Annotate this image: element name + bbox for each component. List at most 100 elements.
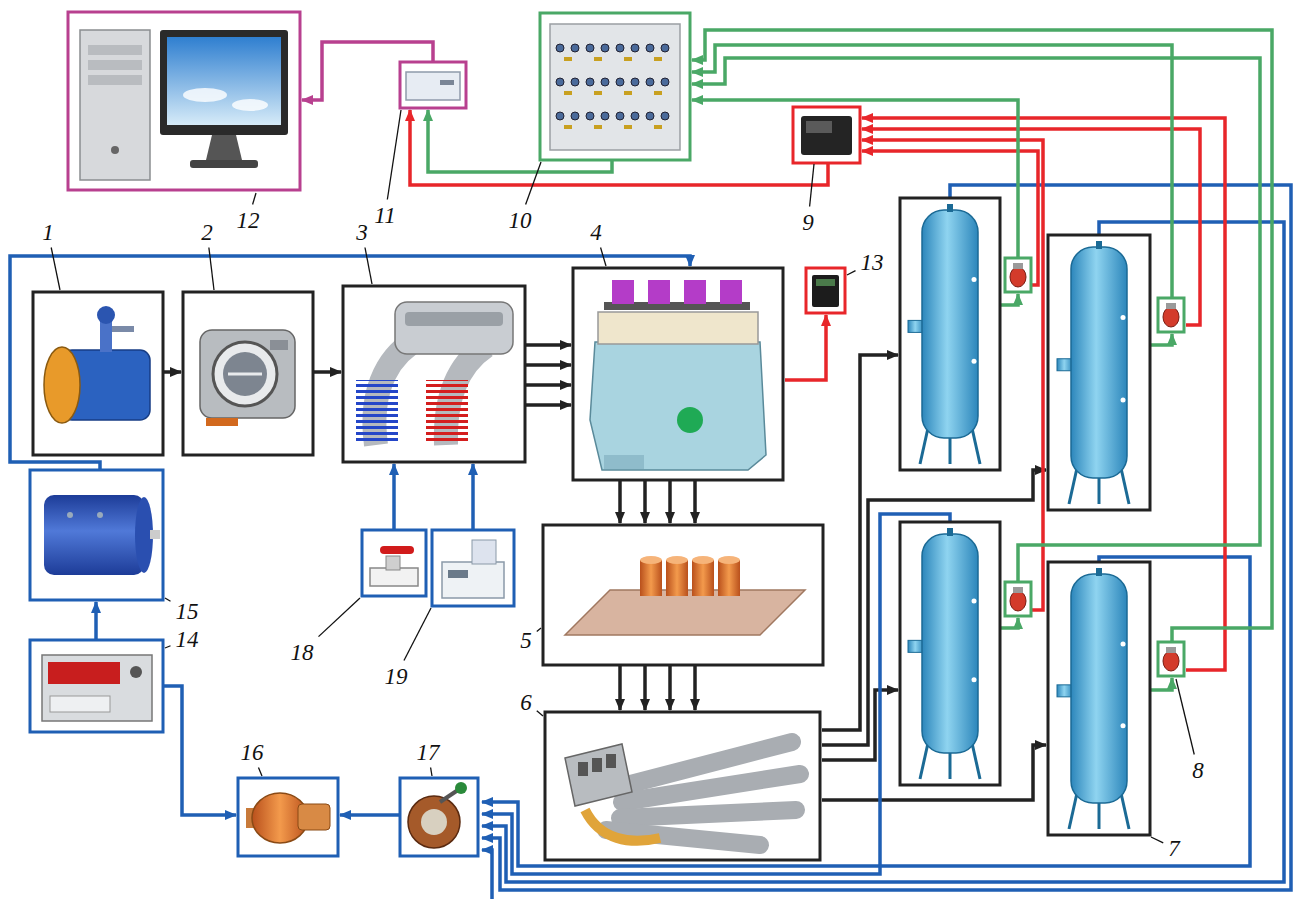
- controller-picture: [130, 666, 142, 678]
- tank-picture: [1069, 468, 1077, 504]
- amplifier-panel-picture: [586, 78, 594, 86]
- leader-line: [1151, 837, 1163, 843]
- amplifier-panel-picture: [540, 13, 690, 160]
- leader-line: [601, 248, 606, 267]
- flow-line: [525, 343, 571, 347]
- flow-meter-picture: [112, 326, 134, 332]
- amplifier-panel-picture: [550, 24, 680, 150]
- callout-number: 10: [507, 208, 534, 233]
- tank-picture: [1069, 793, 1077, 829]
- tank-picture: [900, 198, 1000, 470]
- sensor-picture: [1005, 582, 1031, 616]
- leader-line: [387, 110, 401, 200]
- computer-picture: [80, 30, 150, 180]
- callout-number: 14: [174, 627, 201, 652]
- amplifier-panel-picture: [601, 112, 609, 120]
- distributor-picture: [440, 790, 458, 802]
- leader-line: [404, 608, 431, 661]
- tank-picture: [972, 277, 977, 282]
- amplifier-panel-picture: [616, 78, 624, 86]
- water-line: [482, 514, 950, 874]
- tank-picture: [972, 677, 977, 682]
- amplifier-panel-picture: [661, 112, 669, 120]
- water-line: [10, 185, 1291, 899]
- flow-meter-picture: [33, 292, 163, 455]
- plate-picture: [718, 560, 740, 596]
- sensor-picture: [1158, 298, 1184, 332]
- sensor-picture: [1010, 591, 1026, 611]
- tank-picture: [1121, 793, 1129, 829]
- engine-picture: [573, 268, 783, 480]
- amplifier-panel-picture: [624, 125, 632, 129]
- controller-picture: [50, 696, 110, 712]
- throttle-picture: [213, 342, 277, 406]
- motor-picture: [97, 512, 103, 518]
- valve-picture: [380, 546, 414, 554]
- amplifier-panel-picture: [646, 44, 654, 52]
- amplifier-panel-picture: [556, 44, 564, 52]
- controller-picture: [30, 640, 163, 732]
- sensor-picture: [1013, 587, 1023, 593]
- throttle-picture: [270, 340, 288, 350]
- amplifier-panel-picture: [654, 57, 662, 61]
- distributor-picture: [408, 796, 460, 848]
- water-line: [471, 464, 475, 530]
- tank-picture: [1121, 315, 1126, 320]
- callout-number: 12: [235, 208, 262, 233]
- sensor-unit-picture: [812, 275, 839, 307]
- tank-picture: [922, 210, 978, 438]
- signal-line-green: [1000, 294, 1018, 305]
- tank-picture: [900, 198, 1000, 470]
- sensor-unit-picture: [806, 268, 845, 313]
- callout-number: 6: [518, 690, 534, 715]
- tank-picture: [1096, 241, 1102, 249]
- tank-picture: [972, 743, 980, 779]
- amplifier-panel-picture: [594, 57, 602, 61]
- sensor-picture: [1158, 298, 1184, 332]
- conditioner-picture: [472, 540, 496, 564]
- sensor-unit-picture: [806, 268, 845, 313]
- callout-number: 18: [289, 640, 316, 665]
- engine-picture: [612, 280, 634, 304]
- amplifier-panel-picture: [601, 44, 609, 52]
- tank-picture: [1071, 574, 1127, 803]
- amplifier-panel-picture: [564, 125, 572, 129]
- computer-picture: [206, 135, 242, 160]
- computer-picture: [183, 88, 227, 102]
- pump-picture: [238, 778, 338, 856]
- amplifier-panel-picture: [594, 91, 602, 95]
- callout-number: 5: [518, 628, 534, 653]
- conditioner-picture: [432, 530, 514, 606]
- amplifier-panel-picture: [631, 44, 639, 52]
- meter-picture: [793, 107, 860, 163]
- valve-picture: [386, 556, 400, 570]
- flow-line: [822, 355, 898, 730]
- computer-picture: [160, 30, 288, 135]
- plate-picture: [543, 525, 823, 665]
- plate-picture: [543, 525, 823, 665]
- exhaust-manifold-picture: [592, 758, 602, 772]
- valve-picture: [370, 568, 418, 586]
- exhaust-manifold-picture: [545, 712, 820, 860]
- flow-line: [822, 690, 898, 760]
- flow-line: [525, 363, 571, 367]
- sensor-picture: [1005, 582, 1031, 616]
- signal-line-green: [1150, 334, 1172, 345]
- flow-line: [525, 403, 571, 407]
- sensor-picture: [1163, 651, 1179, 671]
- flow-meter-picture: [97, 306, 115, 324]
- leader-line: [253, 193, 256, 205]
- water-line: [163, 686, 236, 815]
- pump-picture: [298, 804, 330, 830]
- throttle-picture: [206, 418, 238, 426]
- interface-unit-picture: [400, 62, 466, 108]
- amplifier-panel-picture: [556, 78, 564, 86]
- amplifier-panel-picture: [616, 112, 624, 120]
- motor-picture: [30, 470, 163, 600]
- computer-picture: [68, 12, 300, 190]
- exhaust-manifold-picture: [578, 762, 588, 776]
- flow-line: [525, 383, 571, 387]
